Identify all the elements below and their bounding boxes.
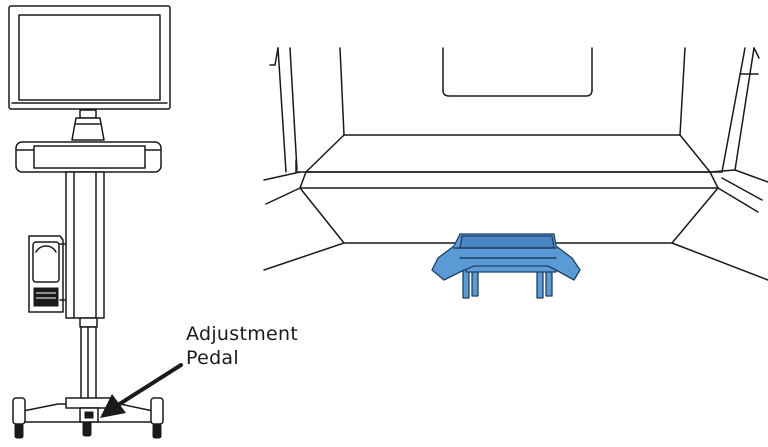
closeup-left-leg	[269, 47, 298, 173]
closeup-crossbar	[295, 134, 723, 244]
adjustment-pedal-label: Adjustment Pedal	[186, 322, 298, 370]
monitor-mount	[71, 109, 105, 141]
work-surface	[15, 141, 162, 173]
cart-column	[65, 171, 105, 403]
cart-base	[12, 397, 164, 439]
closeup-top-housing	[339, 47, 686, 136]
pedal-closeup-view	[263, 47, 768, 299]
monitor	[8, 5, 171, 110]
side-holder	[28, 235, 67, 313]
callout-arrow	[100, 363, 183, 418]
closeup-left-arm	[263, 171, 345, 271]
adjustment-pedal-highlighted	[431, 233, 581, 299]
cart-full-view	[8, 5, 183, 439]
closeup-right-arm	[671, 169, 768, 281]
callout-line-2: Pedal	[186, 347, 239, 369]
caster-right	[150, 397, 164, 439]
callout-line-1: Adjustment	[186, 323, 299, 345]
caster-front	[82, 421, 92, 437]
caster-left	[12, 397, 26, 439]
closeup-right-leg	[721, 47, 760, 173]
